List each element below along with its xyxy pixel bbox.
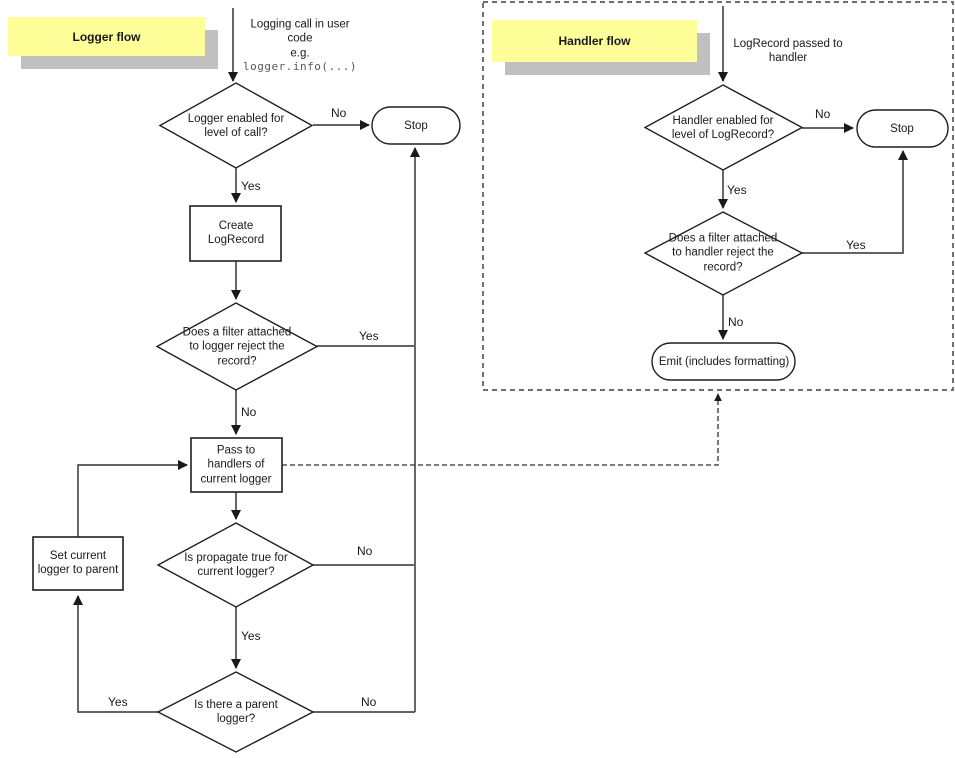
- edge-label-h-enabled-no: No: [815, 107, 831, 121]
- logger-filter-question: Does a filter attached to logger reject …: [182, 326, 292, 368]
- edge-label-propagate-yes: Yes: [241, 629, 261, 643]
- logger-stop-label: Stop: [404, 119, 428, 132]
- parent-logger-diamond: [156, 671, 315, 753]
- logger-start-text: Logging call in user code e.g.: [250, 18, 350, 60]
- handler-stop-label: Stop: [890, 122, 914, 135]
- parent-logger-question: Is there a parent logger?: [194, 698, 278, 725]
- pass-to-handlers-label: Pass to handlers of current logger: [200, 444, 272, 486]
- handler-title-box: Handler flow: [492, 20, 697, 62]
- handler-stop-node: [856, 109, 949, 148]
- edge-label-parent-no: No: [361, 695, 377, 709]
- edge-label-propagate-no: No: [357, 544, 373, 558]
- edge-parent-yes-to-setparent: [72, 594, 158, 713]
- logger-enabled-question: Logger enabled for level of call?: [187, 112, 285, 139]
- handler-flow-frame: [482, 1, 954, 391]
- handler-enabled-diamond: [643, 84, 804, 171]
- create-logrecord-label: Create LogRecord: [207, 219, 265, 246]
- edge-label-filter-no: No: [241, 405, 257, 419]
- emit-label: Emit (includes formatting): [658, 355, 790, 368]
- edge-label-enabled-yes: Yes: [241, 179, 261, 193]
- handler-enabled-question: Handler enabled for level of LogRecord?: [671, 114, 775, 141]
- edge-label-h-filter-yes: Yes: [846, 238, 866, 252]
- logger-enabled-diamond: [158, 82, 314, 169]
- handler-filter-question: Does a filter attached to handler reject…: [668, 232, 778, 274]
- logger-start-code: logger.info(...): [243, 60, 357, 74]
- pass-to-handlers-node: [190, 437, 283, 493]
- logger-stop-node: [371, 106, 461, 145]
- edge-hfilter-yes-to-stop: [802, 149, 909, 254]
- handler-filter-diamond: [643, 211, 804, 296]
- edge-label-h-enabled-yes: Yes: [727, 183, 747, 197]
- edge-pass-to-handler-flow-dashed: [282, 393, 722, 466]
- logger-filter-diamond: [155, 302, 319, 391]
- edge-setparent-loop-to-pass: [77, 459, 189, 537]
- create-logrecord-node: [189, 205, 282, 262]
- logger-title: Logger flow: [72, 29, 141, 44]
- set-current-logger-label: Set current logger to parent: [37, 549, 119, 576]
- edge-label-enabled-no: No: [331, 106, 347, 120]
- emit-node: [651, 342, 796, 381]
- propagate-question: Is propagate true for current logger?: [184, 551, 288, 578]
- propagate-diamond: [156, 522, 315, 608]
- edge-label-parent-yes: Yes: [108, 695, 128, 709]
- handler-title: Handler flow: [558, 34, 631, 48]
- edge-label-h-filter-no: No: [728, 315, 744, 329]
- edge-label-filter-yes: Yes: [359, 329, 379, 343]
- logger-title-box: Logger flow: [8, 17, 205, 56]
- set-current-logger-node: [32, 536, 124, 591]
- handler-start-text: LogRecord passed to handler: [733, 37, 843, 64]
